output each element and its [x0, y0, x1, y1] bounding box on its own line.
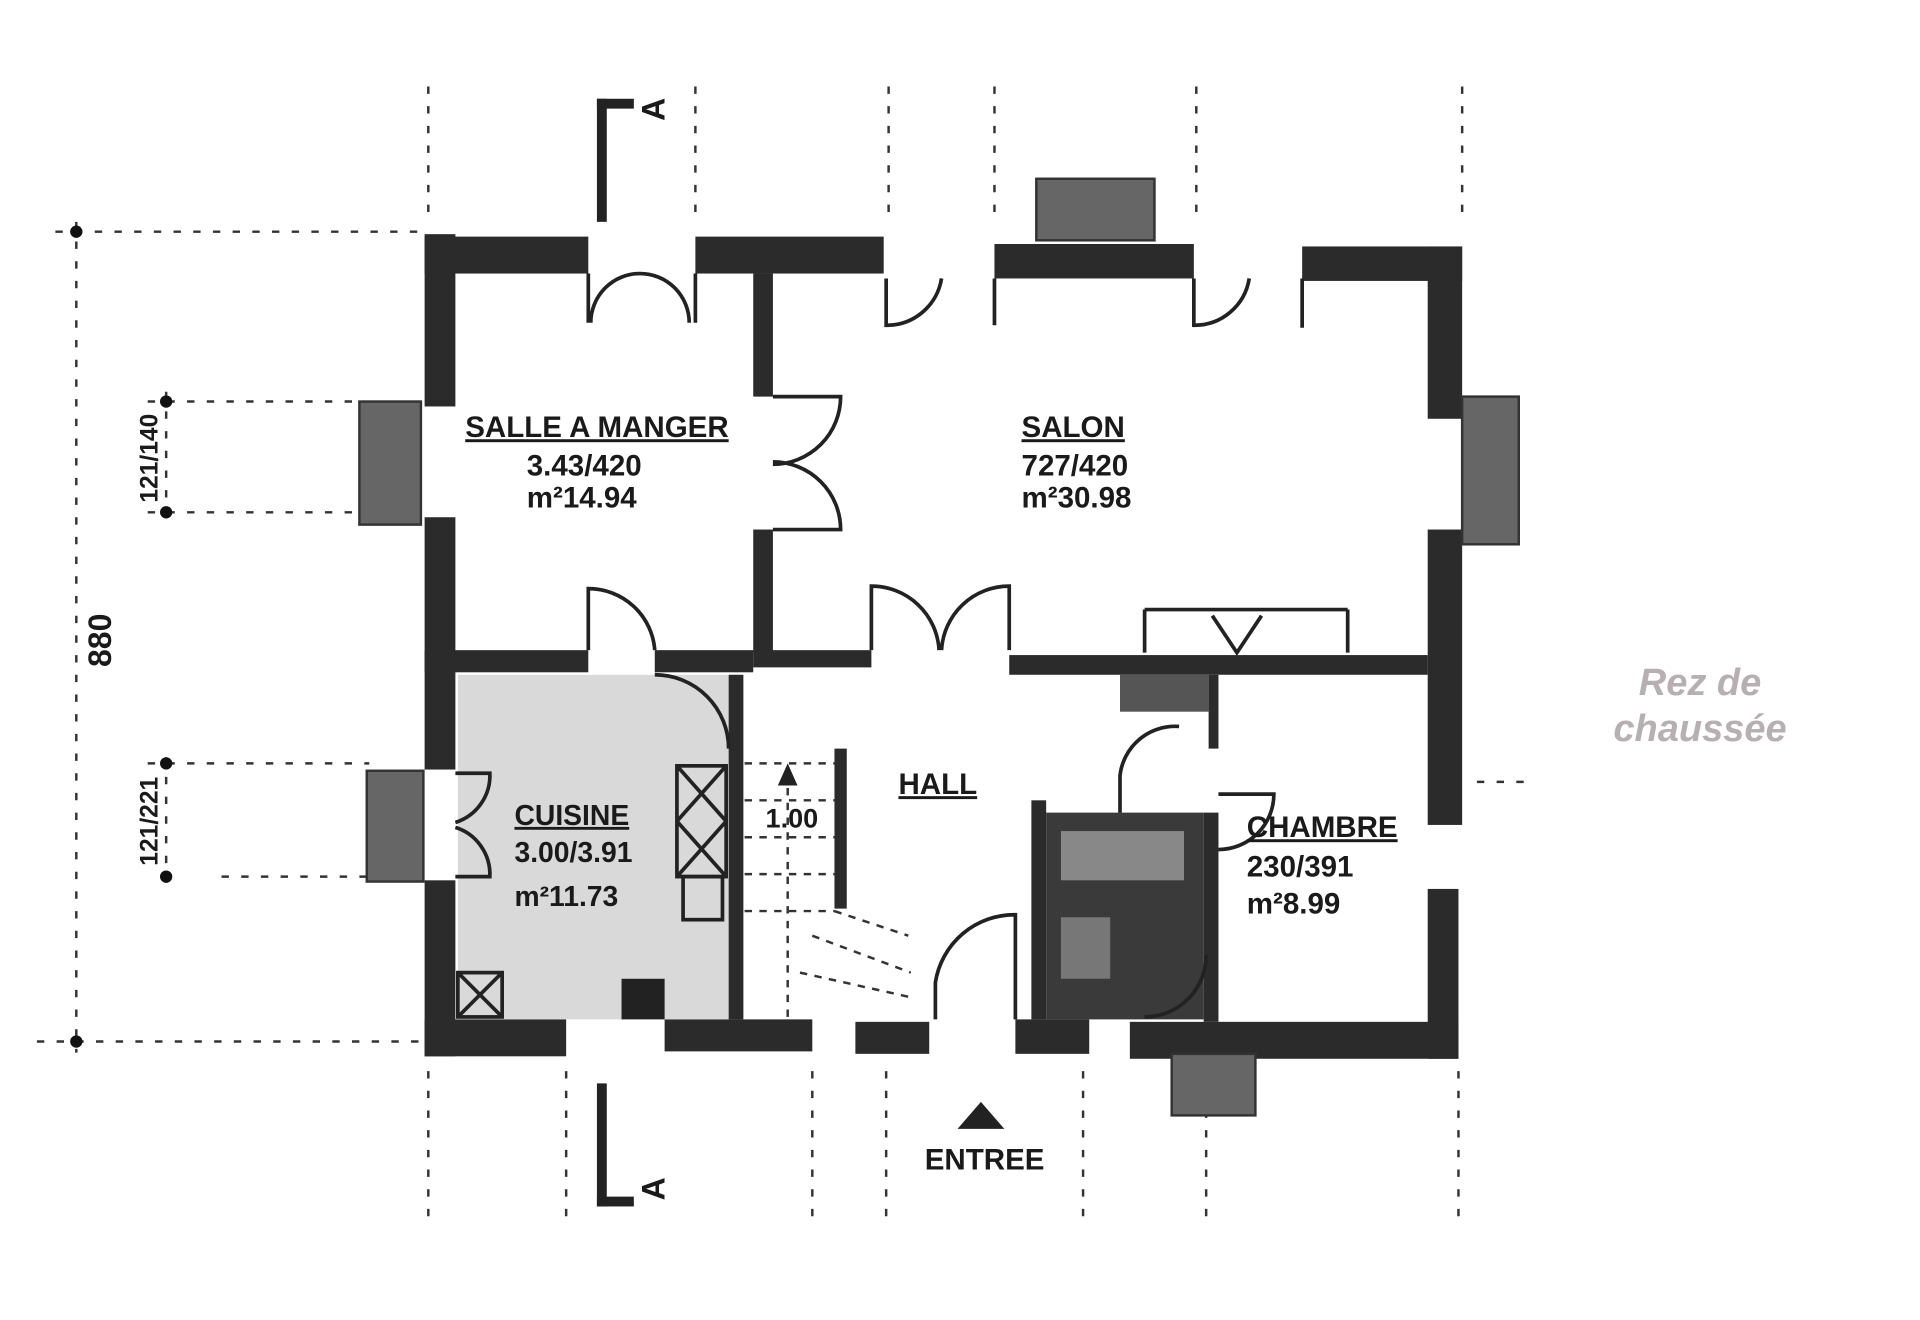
room-label-salon: SALON 727/420 m²30.98	[1022, 411, 1132, 514]
svg-text:230/391: 230/391	[1247, 851, 1354, 884]
caption-line-2: chaussée	[1613, 708, 1787, 750]
doors	[454, 271, 1350, 1020]
kitchen-fixtures	[456, 764, 728, 1019]
svg-text:3.00/3.91: 3.00/3.91	[514, 836, 632, 868]
window-top-dimension: 121/140	[137, 414, 164, 503]
kitchen-floor	[457, 674, 729, 1020]
walls	[424, 234, 1463, 1059]
window-bottom-dimension: 121/221	[137, 777, 164, 866]
caption-line-1: Rez de	[1638, 662, 1762, 704]
svg-text:A: A	[636, 98, 672, 121]
svg-text:SALLE A MANGER: SALLE A MANGER	[465, 411, 728, 444]
svg-text:SALON: SALON	[1022, 411, 1125, 444]
staircase	[744, 762, 912, 1022]
svg-text:3.43/420: 3.43/420	[527, 449, 642, 482]
svg-text:CHAMBRE: CHAMBRE	[1247, 811, 1398, 844]
svg-text:m²8.99: m²8.99	[1247, 888, 1341, 921]
total-height-dimension: 880	[82, 614, 118, 667]
window-boxes	[358, 177, 1520, 1117]
svg-text:m²14.94: m²14.94	[527, 481, 638, 514]
room-label-hall: HALL	[898, 768, 977, 801]
dimension-ticks	[70, 225, 173, 1048]
svg-text:727/420: 727/420	[1022, 449, 1129, 482]
svg-text:CUISINE: CUISINE	[514, 799, 629, 831]
svg-text:A: A	[636, 1177, 672, 1200]
room-label-salle-a-manger: SALLE A MANGER 3.43/420 m²14.94	[465, 411, 728, 514]
svg-text:m²30.98: m²30.98	[1022, 481, 1132, 514]
svg-text:m²11.73: m²11.73	[514, 880, 618, 912]
section-markers: A A	[596, 98, 672, 1207]
floor-caption: Rez de chaussée	[1585, 660, 1815, 752]
room-label-cuisine: CUISINE 3.00/3.91 m²11.73	[514, 799, 632, 912]
room-label-chambre: CHAMBRE 230/391 m²8.99	[1247, 811, 1398, 920]
entrance-label: ENTREE	[925, 1144, 1045, 1177]
entrance-arrow-icon	[957, 1101, 1005, 1129]
stair-width-label: 1.00	[766, 802, 819, 833]
